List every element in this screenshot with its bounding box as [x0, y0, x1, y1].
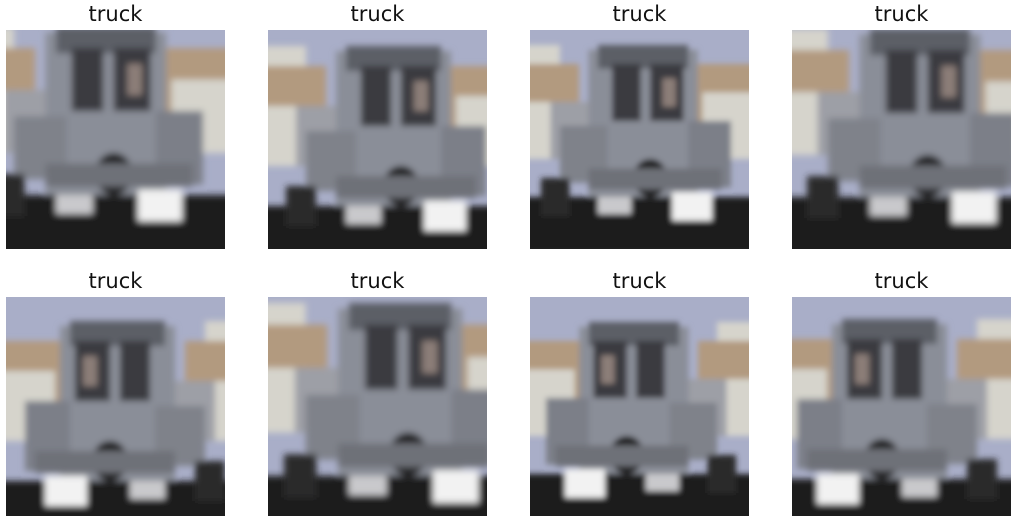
truck-photo [268, 30, 487, 249]
truck-photo [530, 30, 749, 249]
truck-image [268, 30, 487, 249]
image-label: truck [612, 2, 667, 26]
truck-photo [792, 30, 1011, 249]
grid-cell: truck [792, 267, 1011, 516]
truck-photo [6, 30, 225, 249]
truck-photo [530, 297, 749, 516]
image-label: truck [350, 269, 405, 293]
truck-image [6, 297, 225, 516]
grid-cell: truck [792, 0, 1011, 249]
grid-cell: truck [268, 0, 487, 249]
truck-image [530, 30, 749, 249]
image-label: truck [88, 2, 143, 26]
grid-cell: truck [6, 0, 225, 249]
truck-photo [268, 297, 487, 516]
truck-image [792, 297, 1011, 516]
truck-image [530, 297, 749, 516]
image-label: truck [88, 269, 143, 293]
grid-cell: truck [530, 267, 749, 516]
truck-image [792, 30, 1011, 249]
grid-cell: truck [6, 267, 225, 516]
truck-image [268, 297, 487, 516]
truck-image [6, 30, 225, 249]
image-label: truck [874, 269, 929, 293]
image-label: truck [350, 2, 405, 26]
image-label: truck [874, 2, 929, 26]
grid-cell: truck [530, 0, 749, 249]
truck-photo [792, 297, 1011, 516]
truck-photo [6, 297, 225, 516]
image-label: truck [612, 269, 667, 293]
grid-cell: truck [268, 267, 487, 516]
